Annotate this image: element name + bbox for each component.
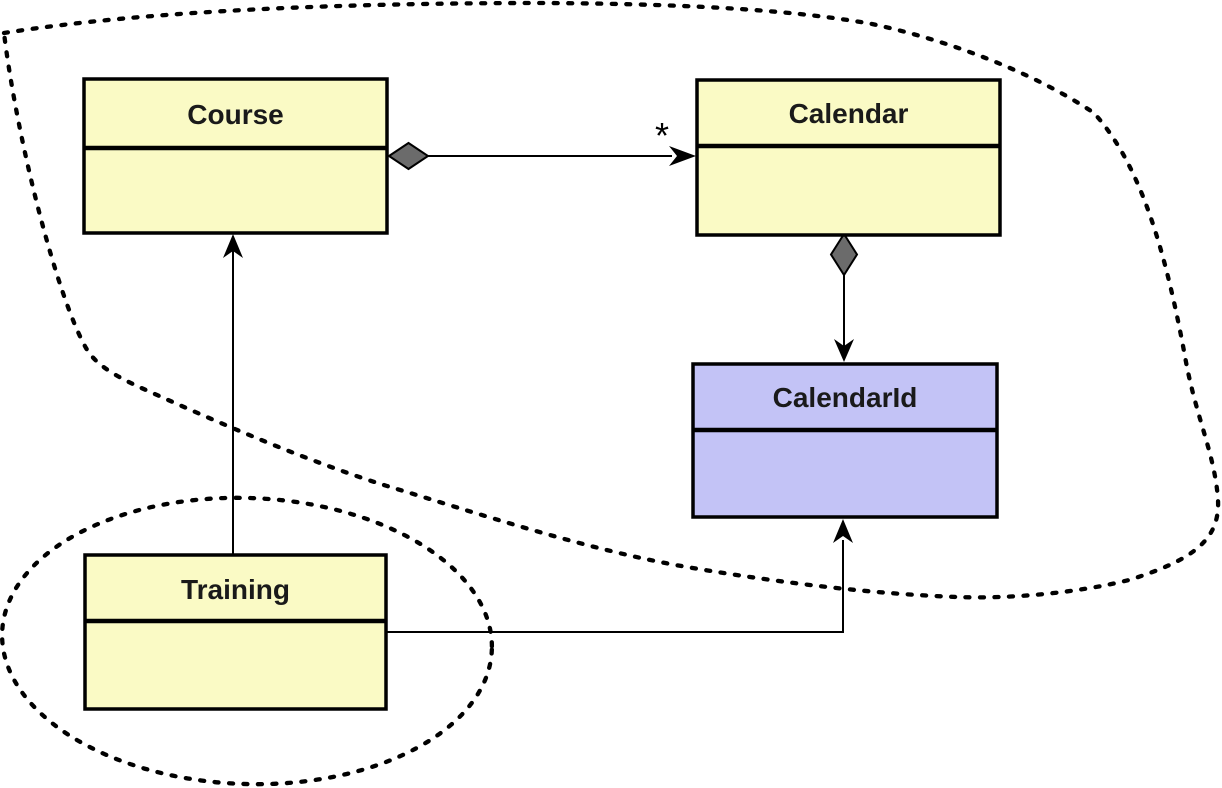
class-training: Training bbox=[83, 553, 388, 711]
class-title: Course bbox=[187, 99, 283, 130]
class-box bbox=[82, 77, 389, 235]
class-title: CalendarId bbox=[773, 382, 918, 413]
class-calendarid: CalendarId bbox=[691, 362, 999, 519]
class-course: Course bbox=[82, 77, 389, 235]
relation-elbow-line bbox=[386, 540, 844, 633]
class-title: Training bbox=[181, 574, 290, 605]
relation-training-course bbox=[223, 234, 243, 555]
arrowhead-up bbox=[833, 519, 853, 543]
relation-calendar-calendarid bbox=[829, 232, 859, 362]
arrowhead-right bbox=[669, 146, 696, 166]
aggregation-diamond bbox=[387, 141, 430, 171]
relation-training-calendarid bbox=[386, 519, 853, 633]
class-box bbox=[695, 78, 1002, 237]
arrowhead-down bbox=[834, 339, 854, 362]
class-box bbox=[691, 362, 999, 519]
relation-course-calendar: * bbox=[387, 115, 696, 171]
dashed-group-blob bbox=[1, 0, 1221, 600]
class-box bbox=[83, 553, 388, 711]
arrowhead-up bbox=[223, 234, 243, 258]
class-title: Calendar bbox=[789, 98, 909, 129]
class-calendar: Calendar bbox=[695, 78, 1002, 237]
dashed-group-ellipse bbox=[0, 495, 495, 787]
multiplicity-label: * bbox=[655, 115, 669, 156]
aggregation-diamond bbox=[829, 232, 859, 277]
